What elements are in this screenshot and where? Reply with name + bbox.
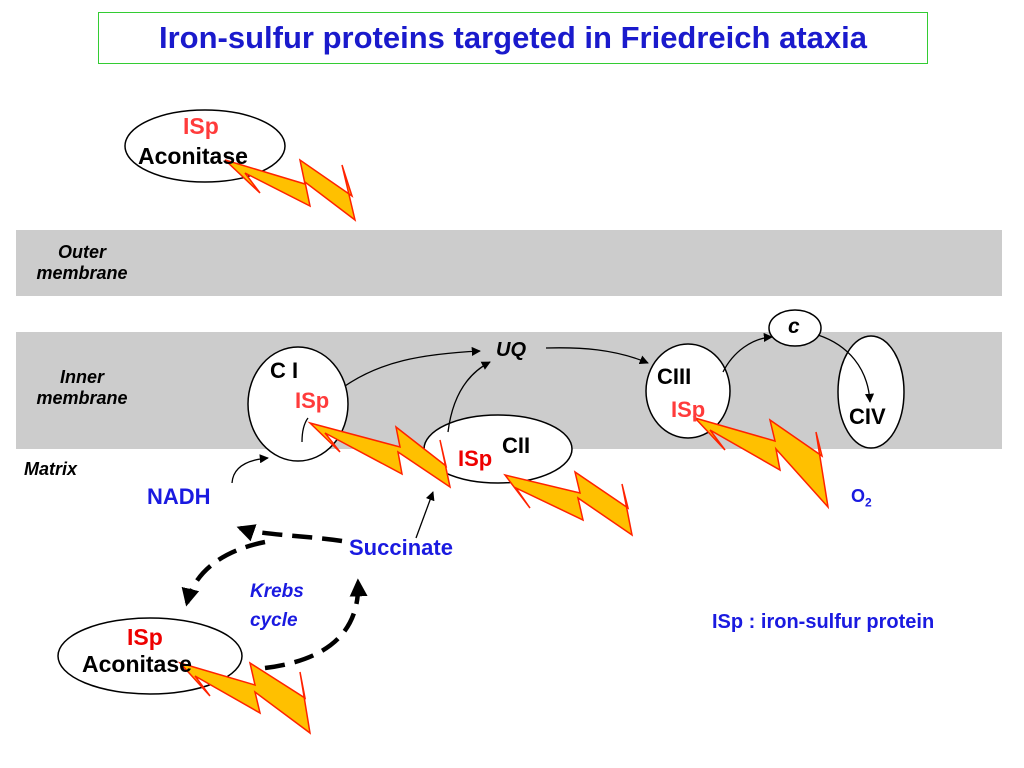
lightning-bolt-icon [692, 416, 830, 510]
bolt-group [177, 158, 830, 735]
krebs-arrow-to-nadh [236, 524, 343, 544]
oxygen-label-main: O [851, 486, 866, 506]
page-title: Iron-sulfur proteins targeted in Friedre… [159, 20, 867, 55]
lightning-bolt-icon [177, 661, 312, 735]
complex2-label: CII [502, 433, 531, 458]
inner-membrane-label: Inner membrane [22, 367, 142, 409]
arrow-ciii-to-c [722, 332, 773, 373]
arrow-ci-internal [301, 417, 309, 443]
lightning-bolt-icon [503, 470, 634, 537]
krebs-arrow-left-down [181, 539, 266, 607]
aconitase-top-label: Aconitase [138, 143, 248, 169]
arrow-uq-to-ciii [545, 347, 649, 364]
krebs-arrow-bottom-up [264, 578, 368, 671]
cytc-oval [768, 309, 822, 347]
outer-membrane-label-line2: membrane [36, 263, 128, 283]
outer-membrane-band [16, 230, 1002, 296]
complex3-oval [645, 343, 731, 439]
oxygen-label-sub: 2 [865, 495, 872, 510]
complex3-label: CIII [657, 364, 692, 389]
complex4-label: CIV [849, 404, 886, 429]
aconitase-bottom-isp-label: ISp [127, 624, 163, 650]
cytc-label: c [788, 315, 800, 338]
arrow-nadh-to-ci [231, 454, 269, 484]
nadh-label: NADH [147, 484, 211, 509]
inner-membrane-label-line2: membrane [36, 388, 128, 408]
aconitase-top-isp-label: ISp [183, 113, 219, 139]
succinate-label: Succinate [349, 535, 453, 560]
complex1-label: C I [270, 358, 299, 383]
arrow-succinate-to-cii [415, 491, 435, 539]
arrow-cii-to-uq [447, 361, 491, 433]
krebs-label-line2: cycle [250, 610, 298, 631]
arrow-c-to-civ [817, 334, 875, 403]
oxygen-label: O2 [851, 486, 872, 510]
aconitase-top-oval [124, 109, 286, 183]
complex3-isp-label: ISp [671, 397, 706, 422]
outer-membrane-label-line1: Outer [57, 242, 106, 262]
inner-membrane-label-line1: Inner [59, 367, 104, 387]
title-box: Iron-sulfur proteins targeted in Friedre… [98, 12, 928, 64]
complex2-isp-label: ISp [458, 446, 493, 471]
uq-label: UQ [496, 339, 526, 361]
lightning-bolt-icon [224, 158, 357, 222]
krebs-label-line1: Krebs [250, 581, 304, 602]
matrix-label: Matrix [24, 459, 78, 479]
legend-text: ISp : iron-sulfur protein [712, 611, 935, 633]
arrow-ci-to-uq [344, 346, 481, 387]
aconitase-bottom-label: Aconitase [82, 651, 192, 677]
complex1-isp-label: ISp [295, 388, 330, 413]
krebs-cycle-label: Krebs cycle [250, 577, 304, 635]
complex4-oval [837, 335, 905, 449]
outer-membrane-label: Outer membrane [22, 242, 142, 284]
lightning-bolt-icon [307, 421, 452, 489]
